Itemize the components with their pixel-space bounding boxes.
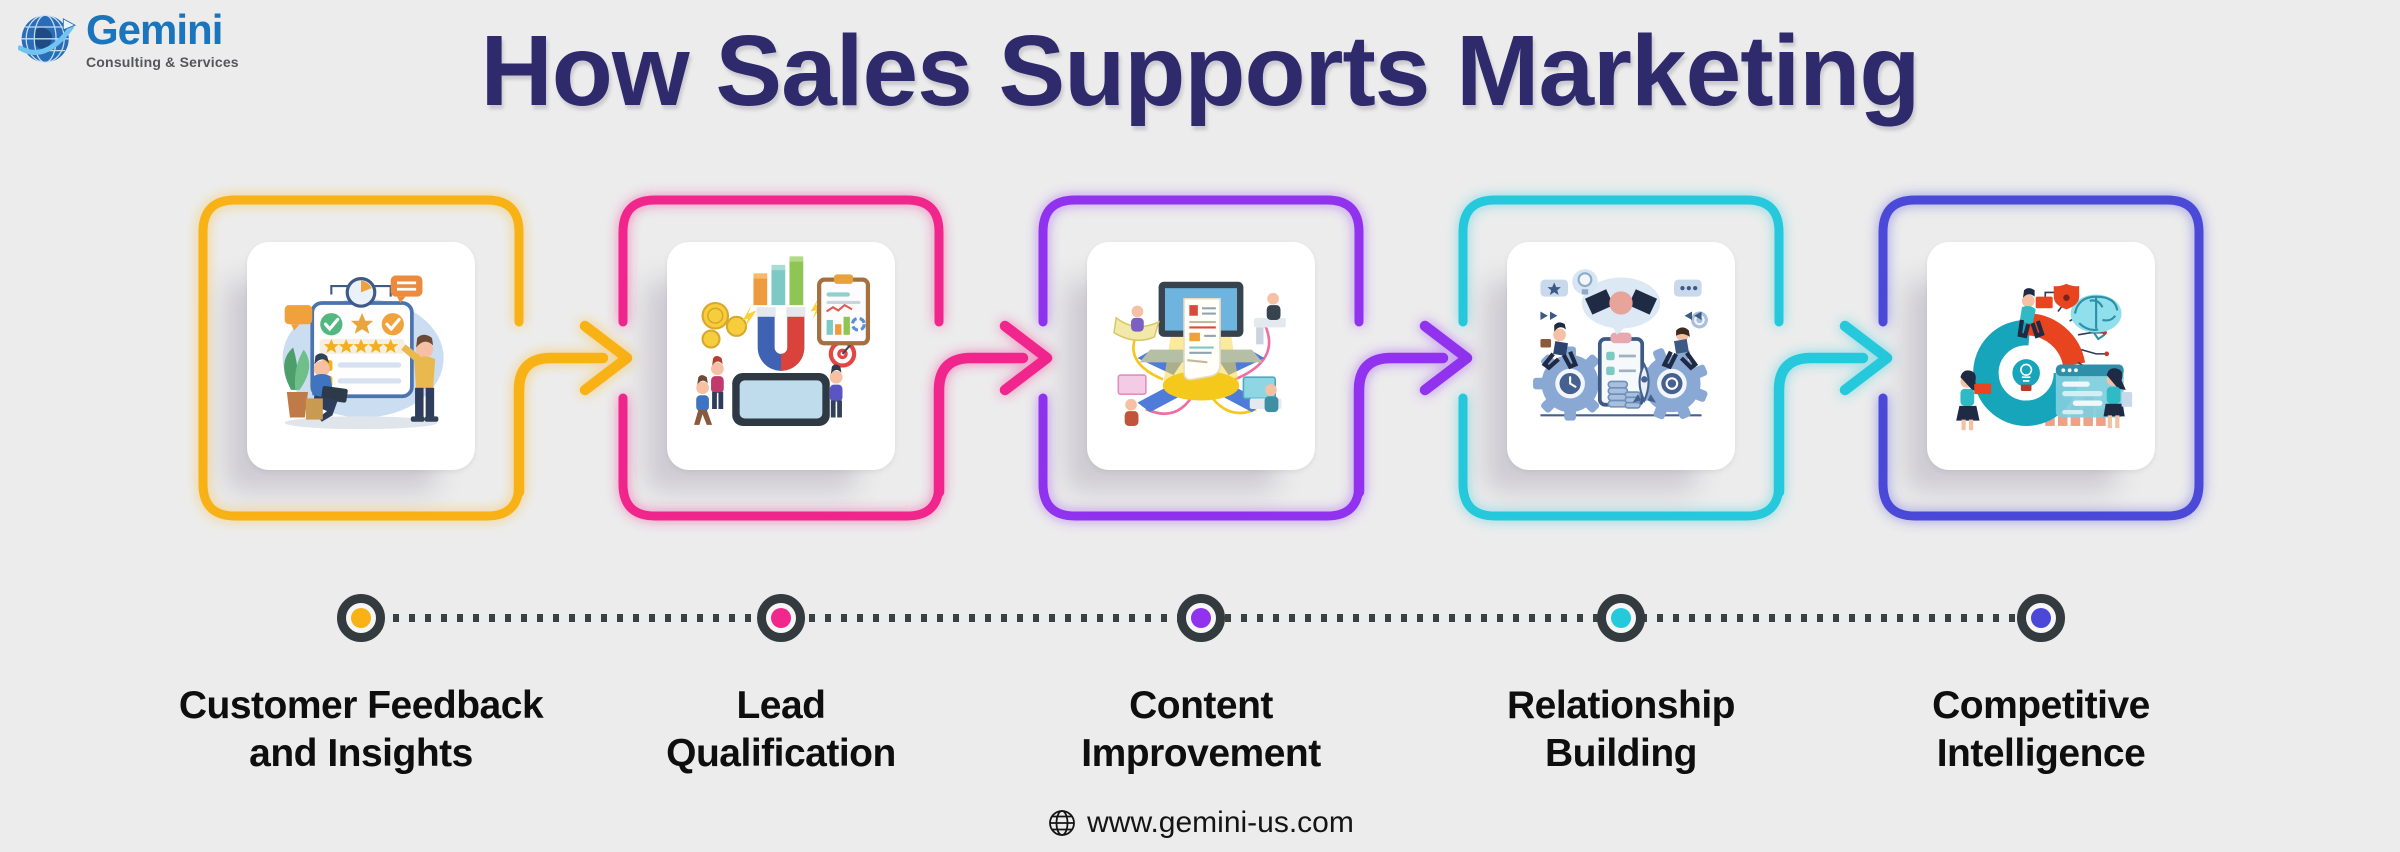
footer: www.gemini-us.com [0,806,2400,840]
step-frame-group-3 [1038,195,1473,521]
website-url: www.gemini-us.com [1087,806,1354,839]
step-frame-group-1 [198,195,633,521]
flow-arrow-icon-3 [1353,320,1473,498]
step-label-line: Customer Feedback [178,684,544,727]
customer-feedback-illustration [282,275,444,430]
step-card-5 [1927,242,2155,470]
step-frame-group-2 [618,195,1053,521]
step-label-line: Relationship [1506,684,1736,727]
step-label-line: Content [1129,684,1273,727]
page-title: How Sales Supports Marketing [480,15,1921,127]
globe-icon [1046,807,1078,839]
competitive-intelligence-illustration [1956,283,2133,431]
step-label-line: Improvement [1081,731,1321,775]
brand-logo: Gemini Consulting & Services [17,6,239,71]
flow-arrow-icon-2 [933,320,1053,498]
timeline-dot-1 [337,594,385,642]
step-card-4 [1507,242,1735,470]
step-frame-group-5 [1878,195,2204,521]
flow-arrow-icon-1 [513,320,633,498]
step-frame-outline-5 [1878,195,2204,521]
timeline-dot-2 [757,594,805,642]
step-label-line: Competitive [1932,684,2150,727]
step-label-2: Lead Qualification [551,682,1011,777]
timeline-dot-5 [2017,594,2065,642]
relationship-building-illustration [1533,269,1721,432]
step-frame-group-4 [1458,195,1893,521]
step-card-3 [1087,242,1315,470]
globe-logo-icon [17,8,77,71]
step-card-1 [247,242,475,470]
step-card-2 [667,242,895,470]
step-frame-outline-1 [198,195,524,521]
timeline-dot-inner [1611,608,1631,628]
brand-tagline: Consulting & Services [86,54,239,70]
timeline-dot-4 [1597,594,1645,642]
step-label-line: and Insights [249,731,473,775]
timeline-dot-inner [351,608,371,628]
flow-arrow-icon-4 [1773,320,1893,498]
lead-qualification-illustration [694,256,871,426]
step-label-line: Building [1545,731,1697,775]
timeline-dot-inner [2031,608,2051,628]
step-label-1: Customer Feedback and Insights [131,682,591,777]
timeline-dot-3 [1177,594,1225,642]
step-label-5: Competitive Intelligence [1811,682,2271,777]
brand-name: Gemini [86,6,223,53]
timeline-dot-inner [771,608,791,628]
content-improvement-illustration [1113,281,1286,426]
step-label-4: Relationship Building [1391,682,1851,777]
step-label-3: Content Improvement [971,682,1431,777]
step-label-line: Lead [736,684,826,727]
step-label-line: Intelligence [1936,731,2146,775]
step-label-line: Qualification [666,731,896,775]
timeline-dot-inner [1191,608,1211,628]
